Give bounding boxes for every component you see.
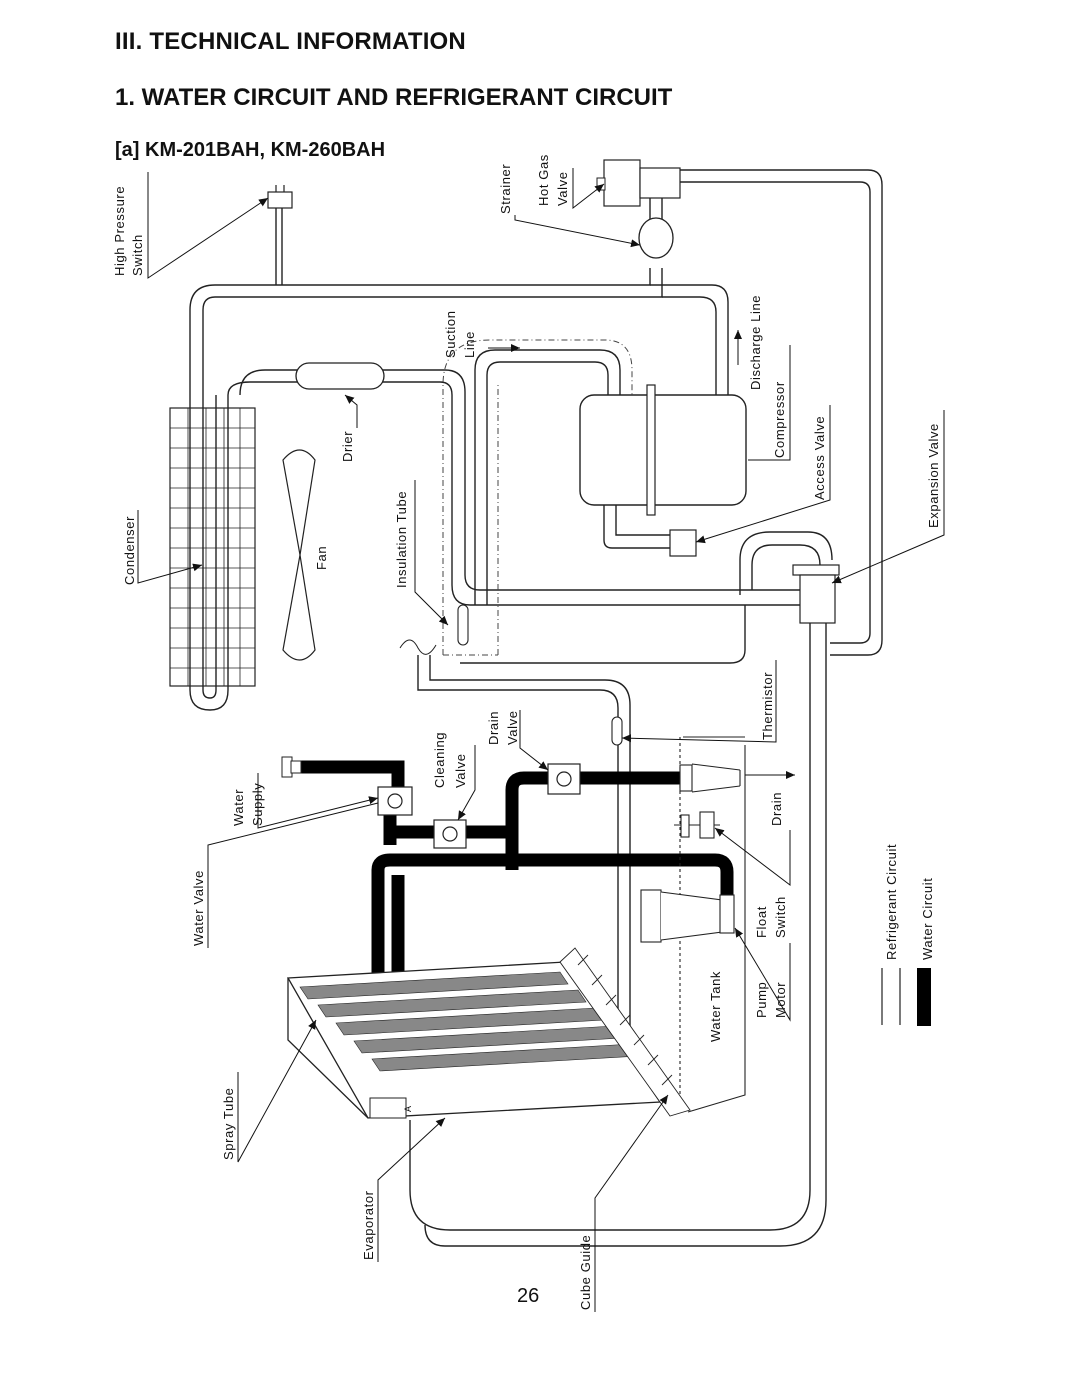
label-cleaning: Cleaning	[432, 732, 447, 788]
label-water: Water	[231, 789, 246, 826]
page-number: 26	[517, 1285, 540, 1307]
label-strainer: Strainer	[498, 164, 513, 214]
model-subtitle: [a] KM-201BAH, KM-260BAH	[115, 139, 386, 161]
label-spray-tube: Spray Tube	[221, 1088, 236, 1161]
label-float: Float	[754, 906, 769, 938]
label-drain-valve: Valve	[505, 710, 520, 745]
label-hot-gas-valve: Valve	[555, 171, 570, 206]
label-high-pressure-switch: Switch	[130, 234, 145, 276]
section-heading: III. TECHNICAL INFORMATION	[115, 28, 466, 55]
drier	[295, 362, 385, 390]
label-compressor: Compressor	[772, 381, 787, 458]
label-drain: Drain	[486, 711, 501, 745]
access-valve	[669, 529, 697, 557]
water-supply-fitting	[281, 756, 302, 778]
evaporator	[286, 961, 662, 1119]
insulation-tube	[457, 604, 469, 646]
cleaning-valve	[433, 819, 467, 849]
page-title: 1. WATER CIRCUIT AND REFRIGERANT CIRCUIT	[115, 84, 673, 111]
hot-gas-valve-icon	[596, 159, 681, 220]
label-thermistor: Thermistor	[760, 672, 775, 740]
label-pump: Pump	[754, 982, 769, 1018]
legend-refrigerant-label: Refrigerant Circuit	[884, 844, 899, 960]
compressor	[579, 384, 747, 516]
evaporator-mark: A	[403, 1105, 413, 1112]
label-evaporator: Evaporator	[361, 1190, 376, 1260]
refrigerant-piping	[189, 169, 883, 1247]
label-pump-motor: Motor	[773, 982, 788, 1018]
label-fan: Fan	[314, 546, 329, 570]
condenser	[169, 395, 256, 711]
expansion-valve	[792, 564, 840, 624]
label-suction: Suction	[443, 310, 458, 358]
thermistor	[611, 716, 623, 746]
label-cube-guide: Cube Guide	[578, 1235, 593, 1310]
label-expansion-valve: Expansion Valve	[926, 423, 941, 528]
label-discharge-line: Discharge Line	[748, 295, 763, 390]
label-drier: Drier	[340, 431, 355, 462]
label-cleaning-valve: Valve	[453, 753, 468, 788]
float-switch	[674, 811, 720, 839]
label-hot-gas: Hot Gas	[536, 154, 551, 206]
legend	[881, 968, 931, 1026]
fan-icon	[282, 449, 316, 661]
label-drain-outlet: Drain	[769, 792, 784, 826]
label-float-switch: Switch	[773, 896, 788, 938]
label-insulation-tube: Insulation Tube	[394, 491, 409, 588]
water-valve	[377, 786, 413, 816]
strainer	[638, 217, 674, 259]
pump-motor	[640, 889, 735, 943]
label-high-pressure: High Pressure	[112, 186, 127, 276]
high-pressure-switch-icon	[267, 185, 293, 209]
label-condenser: Condenser	[122, 516, 137, 585]
cube-guide	[559, 947, 691, 1117]
label-access-valve: Access Valve	[812, 416, 827, 500]
label-water-tank: Water Tank	[708, 971, 723, 1042]
label-suction-line: Line	[462, 331, 477, 358]
label-water-valve: Water Valve	[191, 870, 206, 946]
legend-water-label: Water Circuit	[920, 878, 935, 960]
drain-valve	[547, 763, 581, 795]
label-water-supply: Supply	[250, 783, 265, 826]
